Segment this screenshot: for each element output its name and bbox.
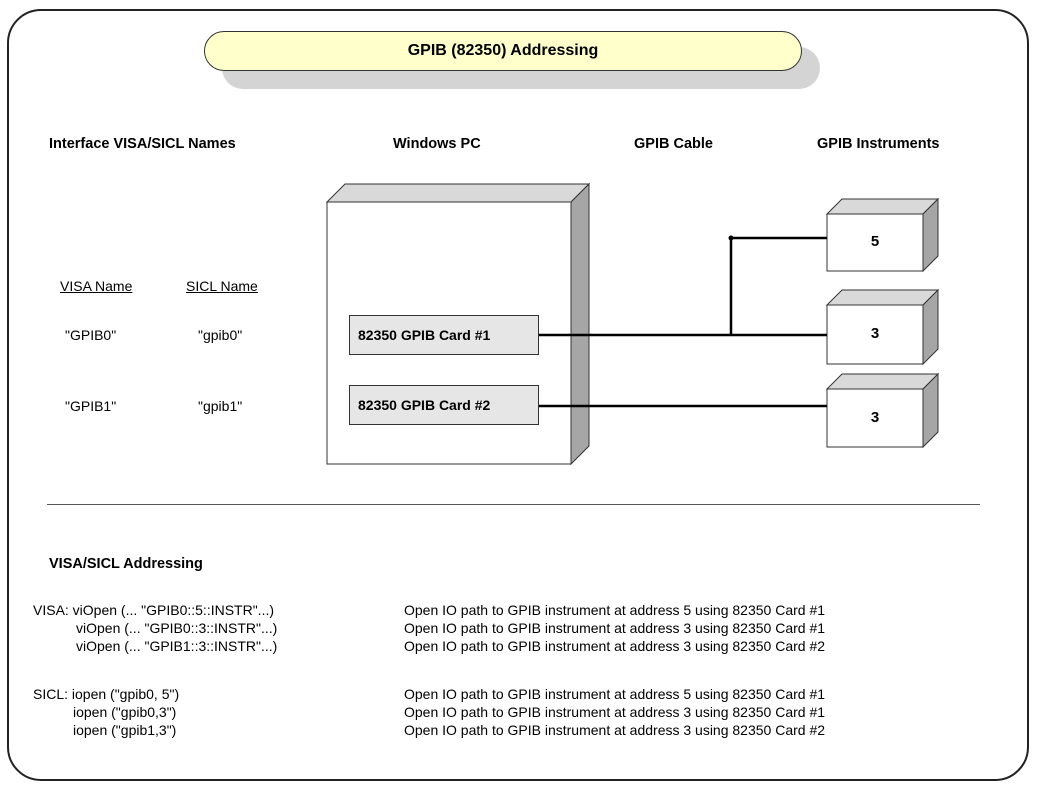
instrument-address-1: 5 (870, 233, 880, 250)
gpib-instruments-heading: GPIB Instruments (817, 136, 940, 152)
sicl-name-gpib1: "gpib1" (198, 398, 243, 414)
sicl-desc-3: Open IO path to GPIB instrument at addre… (404, 722, 826, 738)
sicl-name-gpib0: "gpib0" (198, 327, 243, 343)
visa-line-1: VISA: viOpen (... "GPIB0::5::INSTR"...) (33, 602, 275, 618)
sicl-name-header: SICL Name (186, 278, 258, 294)
addressing-heading: VISA/SICL Addressing (49, 556, 203, 572)
windows-pc-heading: Windows PC (393, 136, 481, 152)
instrument-address-3: 3 (870, 409, 880, 426)
visa-line-3: viOpen (... "GPIB1::3::INSTR"...) (76, 638, 278, 654)
page-title: GPIB (82350) Addressing (204, 31, 802, 71)
sicl-line-3: iopen ("gpib1,3") (73, 722, 177, 738)
section-divider (47, 504, 980, 505)
gpib-card-2: 82350 GPIB Card #2 (349, 385, 539, 425)
gpib-card-1: 82350 GPIB Card #1 (349, 315, 539, 355)
instrument-box-1 (825, 197, 940, 273)
visa-name-gpib0: "GPIB0" (65, 327, 117, 343)
visa-line-2: viOpen (... "GPIB0::3::INSTR"...) (76, 620, 278, 636)
sicl-line-2: iopen ("gpib0,3") (73, 704, 177, 720)
visa-desc-2: Open IO path to GPIB instrument at addre… (404, 620, 826, 636)
sicl-desc-2: Open IO path to GPIB instrument at addre… (404, 704, 826, 720)
gpib-cable-heading: GPIB Cable (634, 136, 713, 152)
instrument-address-2: 3 (870, 325, 880, 342)
visa-name-header: VISA Name (60, 278, 133, 294)
sicl-line-1: SICL: iopen ("gpib0, 5") (33, 686, 180, 702)
visa-desc-1: Open IO path to GPIB instrument at addre… (404, 602, 826, 618)
visa-name-gpib1: "GPIB1" (65, 398, 117, 414)
interface-names-heading: Interface VISA/SICL Names (49, 136, 236, 152)
visa-desc-3: Open IO path to GPIB instrument at addre… (404, 638, 826, 654)
sicl-desc-1: Open IO path to GPIB instrument at addre… (404, 686, 826, 702)
instrument-box-3 (825, 372, 940, 449)
slide-frame (7, 9, 1029, 781)
cable-junction (728, 235, 734, 241)
